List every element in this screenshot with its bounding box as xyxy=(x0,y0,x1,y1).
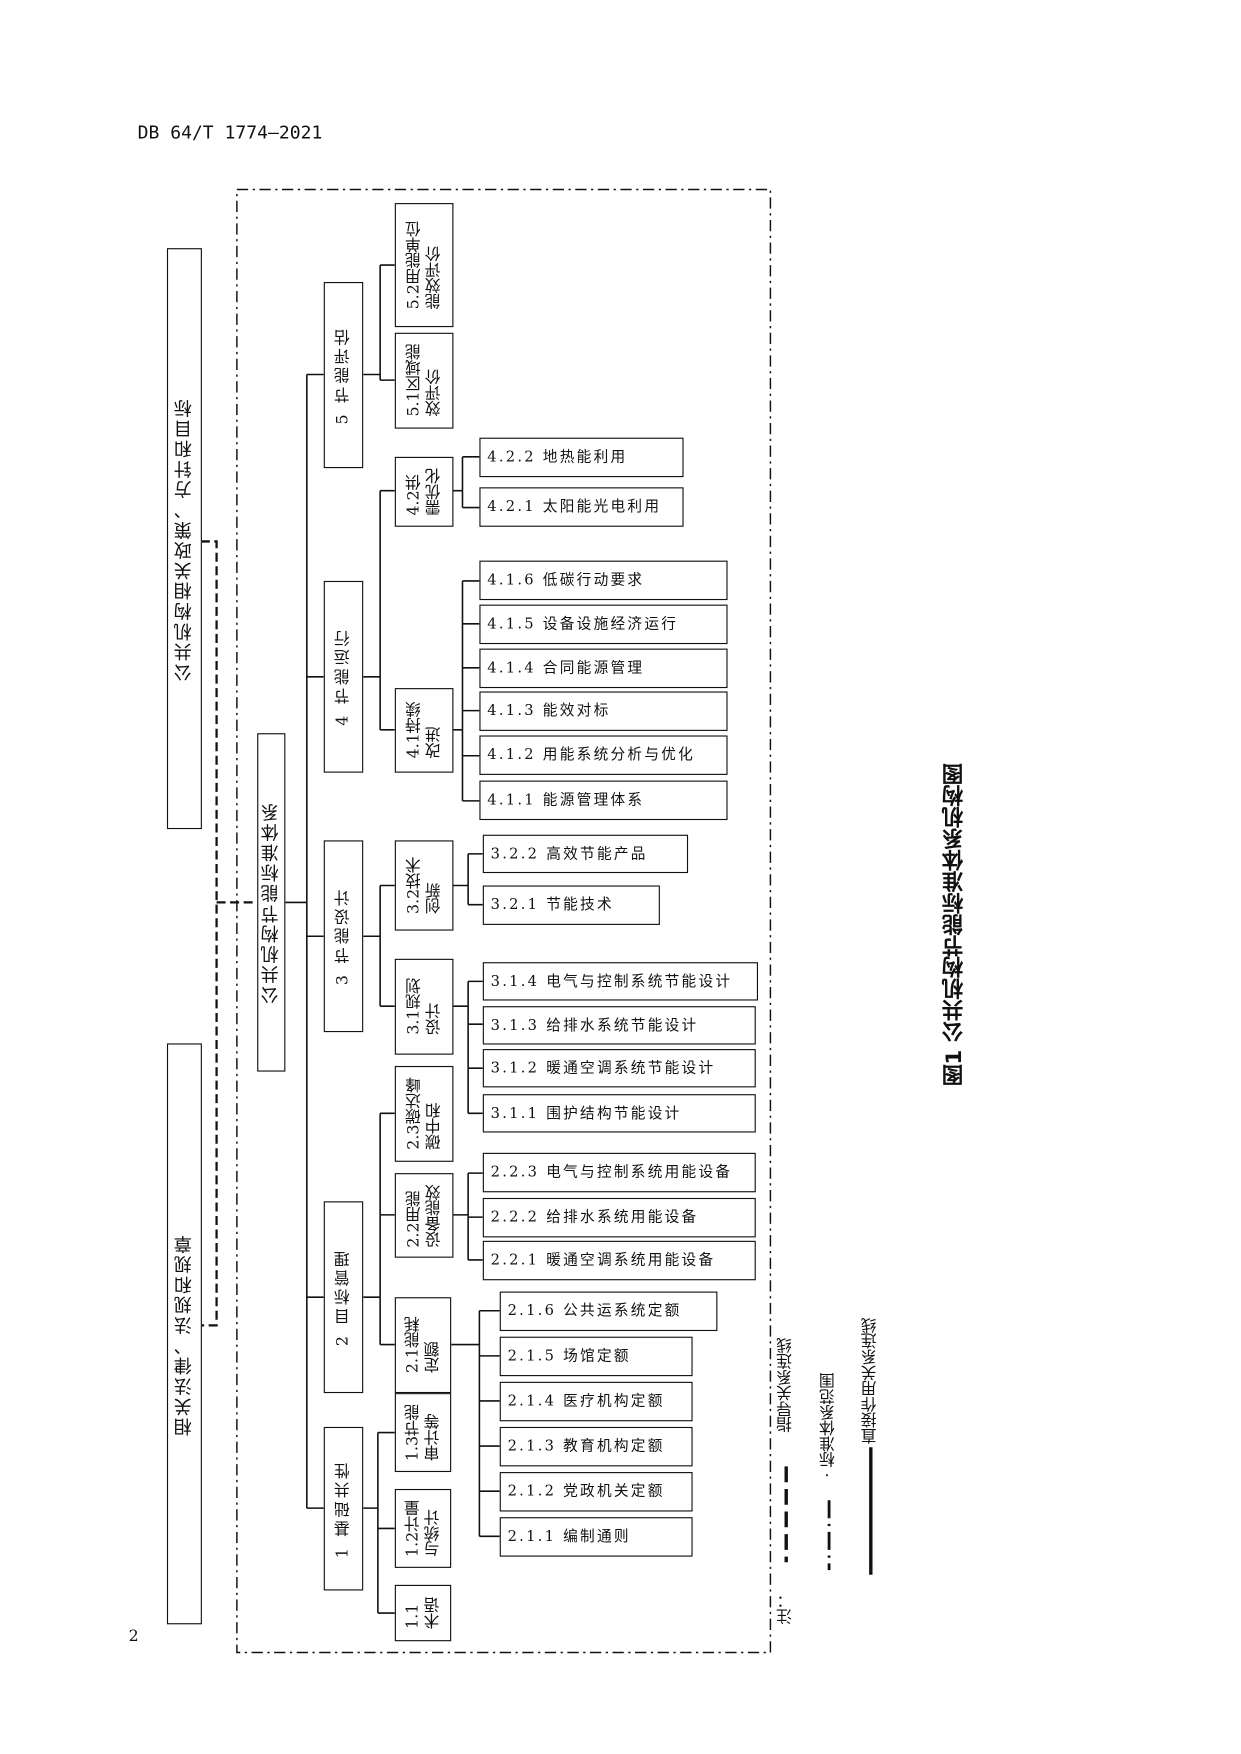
l3-3-1-2: 3.1.2 暖通空调系统节能设计 xyxy=(482,1049,756,1088)
l1-evaluation: 5 节能评估 xyxy=(323,282,364,469)
l3-4-2-1: 4.2.1 太阳能光电利用 xyxy=(479,487,684,527)
l3-3-2-1: 3.2.1 节能技术 xyxy=(482,885,660,925)
l3-3-1-1: 3.1.1 围护结构节能设计 xyxy=(482,1094,756,1133)
l3-2-1-4: 2.1.4 医疗机构定额 xyxy=(499,1381,693,1422)
l3-3-2-2: 3.2.2 高效节能产品 xyxy=(482,834,689,874)
guidance-lines xyxy=(200,540,258,1327)
legend-direct-label: 直接作用关系连线 xyxy=(860,1317,879,1444)
l3-2-2-1: 2.2.1 暖通空调系统用能设备 xyxy=(482,1240,756,1281)
l2-2-3: 2.3碳达峰 碳中和 xyxy=(394,1065,454,1162)
l3-4-1-5: 4.1.5 设备设施经济运行 xyxy=(479,604,728,645)
legend-guide-label: 指导关系连线 xyxy=(776,1337,795,1433)
l3-4-1-2: 4.1.2 用能系统分析与优化 xyxy=(479,735,728,775)
l2-2-1: 2.1能耗 定额 xyxy=(394,1297,452,1394)
l3-4-1-3: 4.1.3 能效对标 xyxy=(479,691,728,731)
l3-4-2-2: 4.2.2 地热能利用 xyxy=(479,437,684,478)
legend-note: 注： xyxy=(776,1592,795,1625)
l1-design: 3 节能设计 xyxy=(323,840,364,1033)
page-number: 2 xyxy=(128,1627,139,1646)
l2-1-3: 1.3节能 审计等 xyxy=(394,1393,452,1473)
root-box: 公共机构节能标准体系 xyxy=(257,733,286,1072)
l2-3-2: 3.2技术 创新 xyxy=(394,840,454,931)
policy-box: 公共机构相关政策、方针和目标 xyxy=(166,248,202,830)
direct-lines xyxy=(284,264,500,1614)
l1-basic: 1 基础共性 xyxy=(323,1426,364,1591)
l3-4-1-6: 4.1.6 低碳行动要求 xyxy=(479,560,728,601)
l2-1-2: 1.2计量 与统计 xyxy=(394,1488,452,1568)
l2-2-2: 2.2用能 设备能效 xyxy=(394,1173,454,1258)
l2-3-1: 3.1规划 设计 xyxy=(394,958,454,1055)
l3-2-2-3: 2.2.3 电气与控制系统用能设备 xyxy=(482,1152,756,1193)
l3-2-1-2: 2.1.2 党政机关定额 xyxy=(499,1472,693,1512)
l3-4-1-4: 4.1.4 合同能源管理 xyxy=(479,648,728,689)
l3-4-1-1: 4.1.1 能源管理体系 xyxy=(479,780,728,821)
l1-operation: 4 节能运行 xyxy=(323,580,364,773)
figure-caption: 图1 公共机构节能标准体系机构图 xyxy=(942,763,967,1087)
l2-5-2: 5.2用能单位 能效评价 xyxy=(394,203,454,328)
l3-3-1-3: 3.1.3 给排水系统节能设计 xyxy=(482,1006,756,1045)
doc-code: DB 64/T 1774—2021 xyxy=(137,121,323,144)
l3-2-1-5: 2.1.5 场馆定额 xyxy=(499,1336,693,1377)
l2-4-1: 4.1持续 改进 xyxy=(394,688,454,773)
laws-box: 相关法律、法规和规章 xyxy=(166,1043,202,1625)
l3-2-1-1: 2.1.1 编制通则 xyxy=(499,1517,693,1557)
l1-target: 2 目标管理 xyxy=(323,1201,364,1394)
l3-2-1-3: 2.1.3 教育机构定额 xyxy=(499,1426,693,1467)
l3-3-1-4: 3.1.4 电气与控制系统节能设计 xyxy=(482,962,759,1001)
l2-1-1: 1.1 术语 xyxy=(394,1584,452,1642)
l3-2-2-2: 2.2.2 给排水系统用能设备 xyxy=(482,1197,756,1238)
l2-5-1: 5.1区域能 效评价 xyxy=(394,332,454,429)
scope-frame xyxy=(236,188,772,1654)
legend-scope-label: · 标准体系范围 xyxy=(818,1372,837,1478)
l3-2-1-6: 2.1.6 公共运系统定额 xyxy=(499,1291,718,1332)
l2-4-2: 4.2供 需优化 xyxy=(394,456,454,527)
